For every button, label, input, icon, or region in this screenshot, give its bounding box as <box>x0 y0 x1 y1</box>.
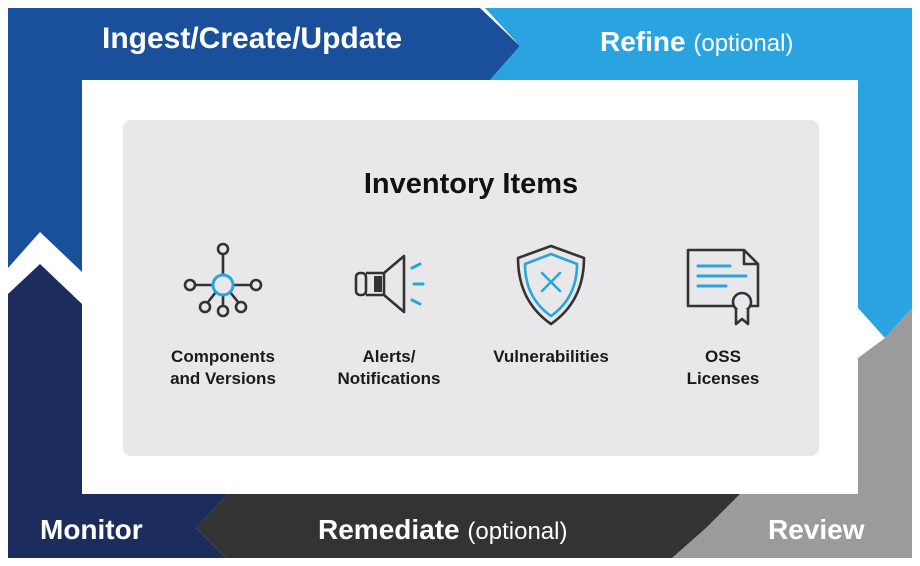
step-ingest-label: Ingest/Create/Update <box>102 22 403 55</box>
licenses-caption: OSS Licenses <box>686 347 760 388</box>
review-arrow <box>672 308 912 558</box>
ingest-arrow <box>8 8 520 272</box>
vulnerabilities-caption: Vulnerabilities <box>493 347 609 366</box>
refine-arrow <box>485 8 912 338</box>
megaphone-icon <box>354 254 425 314</box>
inventory-item-components: Components and Versions <box>153 240 293 390</box>
step-remediate-label: Remediate (optional) <box>318 514 568 545</box>
step-refine-label: Refine (optional) <box>600 26 794 57</box>
shield-icon <box>516 244 586 326</box>
inventory-item-alerts: Alerts/ Notifications <box>319 240 459 390</box>
inventory-item-vulnerabilities: Vulnerabilities <box>481 240 621 368</box>
network-icon <box>183 242 263 318</box>
alerts-caption: Alerts/ Notifications <box>337 347 441 388</box>
monitor-arrow <box>8 264 228 558</box>
step-monitor-label: Monitor <box>40 514 143 545</box>
step-review-label: Review <box>768 514 865 545</box>
inventory-item-licenses: OSS Licenses <box>653 240 793 390</box>
certificate-icon <box>686 248 760 326</box>
components-caption: Components and Versions <box>170 347 276 388</box>
inventory-panel: Inventory Items <box>123 120 819 456</box>
inventory-title: Inventory Items <box>363 168 579 200</box>
remediate-arrow <box>196 494 740 558</box>
